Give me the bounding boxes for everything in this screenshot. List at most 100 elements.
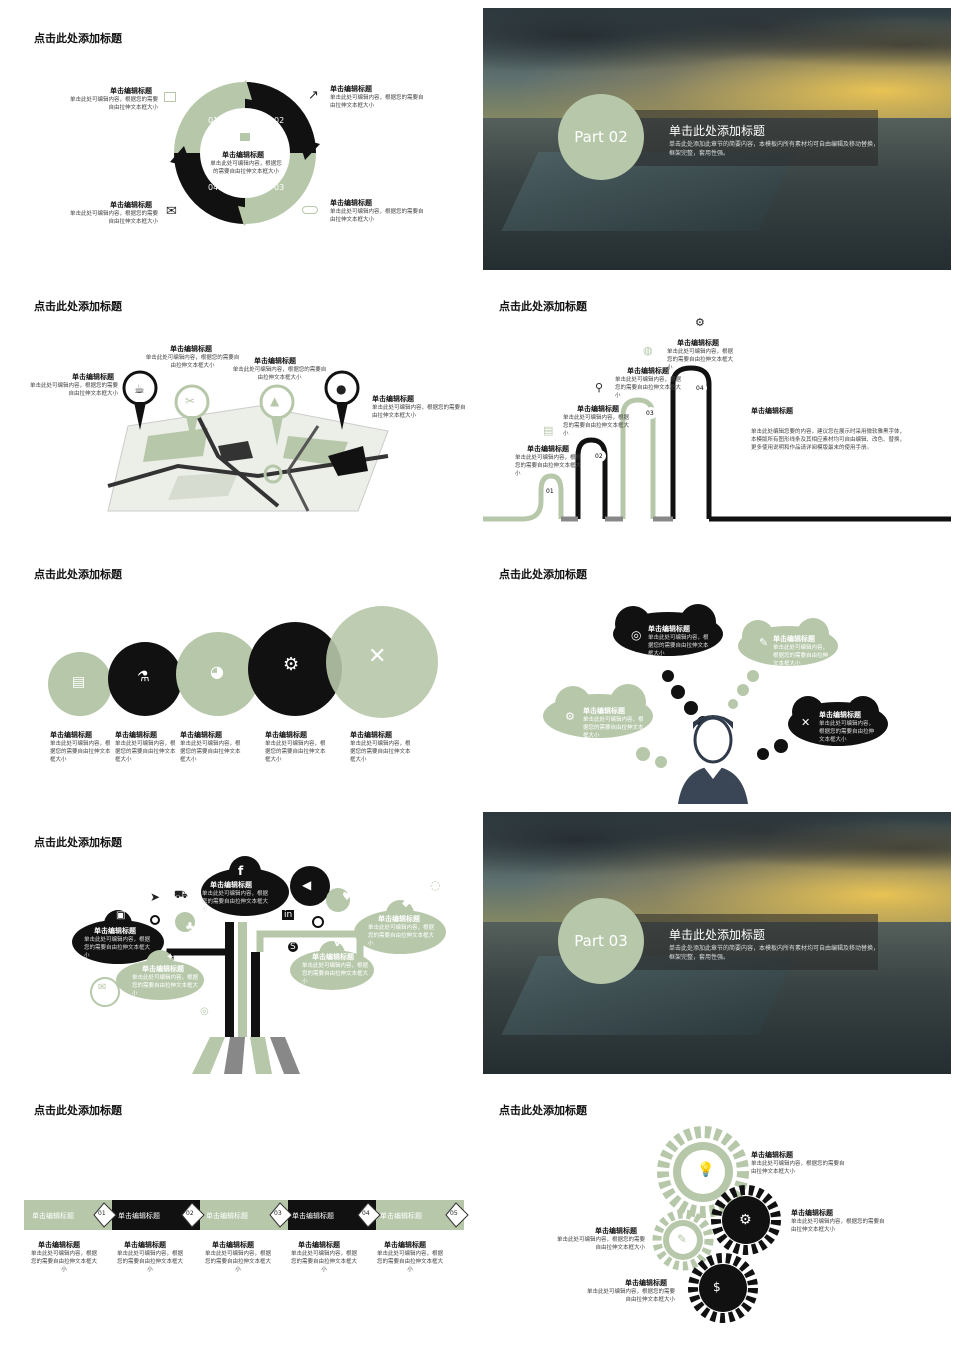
document-icon: ▤ (543, 424, 554, 437)
like-icon: ♣ (185, 920, 195, 933)
circle-body-2: 单击此处可编辑内容，根据您的需要自由拉伸文本框大小 (115, 741, 176, 763)
item-body-1: 单击此处可编辑内容，根据您的需要自由拉伸文本框大小 (69, 97, 158, 111)
svg-text:03: 03 (274, 183, 284, 192)
slide-circles[interactable]: 点击此处添加标题 ▤ ⚗ ◕ ⚙ ✕ 单击编辑标题 单击此处可编辑内容，根据您的… (10, 544, 480, 806)
map-body-1: 单击此处可编辑内容，根据您的需要自由拉伸文本框大小 (29, 383, 118, 397)
part-badge: Part 02 (558, 94, 644, 180)
cloud-body-2: 单击此处可编辑内容，根据您的需要自由拉伸文本框大小 (773, 645, 829, 667)
svg-text:02: 02 (274, 116, 284, 125)
slide-cycle[interactable]: 点击此处添加标题 01 02 03 04 单击编辑标题 单击此处可编辑内容，根据… (10, 8, 480, 270)
slide-title: 点击此处添加标题 (34, 568, 122, 581)
slide-title: 点击此处添加标题 (34, 836, 122, 849)
step-num-4: 04 (362, 1210, 370, 1217)
map-illustration (107, 405, 389, 512)
gear-title-3: 单击编辑标题 (595, 1227, 637, 1235)
slide-thinking[interactable]: 点击此处添加标题 ◎ ✎ ⚙ ✕ 单击编辑标题 单击此处可编辑内容，根据您的需要… (483, 544, 951, 806)
item-title-4: 单击编辑标题 (110, 201, 152, 209)
road-title-2: 单击编辑标题 (577, 405, 619, 413)
money-icon: $ (713, 1280, 721, 1294)
tree-body-3: 单击此处可编辑内容，根据您的需要自由拉伸文本框大小 (132, 975, 199, 997)
road-title-4: 单击编辑标题 (677, 339, 719, 347)
circle-body-5: 单击此处可编辑内容，根据您的需要自由拉伸文本框大小 (350, 741, 411, 763)
part-badge: Part 03 (558, 898, 644, 984)
gear-body-1: 单击此处可编辑内容，根据您的需要自由拉伸文本框大小 (751, 1161, 845, 1175)
slide-title: 点击此处添加标题 (499, 300, 587, 313)
gear-title-4: 单击编辑标题 (625, 1279, 667, 1287)
step-label-5: 单击编辑标题 (380, 1212, 422, 1220)
map-title-2: 单击编辑标题 (170, 345, 212, 353)
process-bar (24, 1200, 469, 1230)
section-body: 单击此处添加此章节的简要内容，本模板内所有素材均可自由编辑及移动替换，框架完整，… (669, 945, 880, 961)
section-title: 单击此处添加标题 (669, 124, 766, 138)
cloud-body-3: 单击此处可编辑内容，根据您的需要自由拉伸文本框大小 (583, 717, 644, 739)
road-side-title: 单击编辑标题 (751, 407, 793, 415)
step-label-2: 单击编辑标题 (118, 1212, 160, 1220)
step-title-3: 单击编辑标题 (212, 1241, 254, 1249)
cloud-title-1: 单击编辑标题 (648, 625, 690, 633)
item-title-3: 单击编辑标题 (330, 199, 372, 207)
share-icon: ↗ (308, 88, 319, 103)
pen-icon: ✎ (677, 1232, 688, 1246)
tree-title-2: 单击编辑标题 (94, 927, 136, 935)
step-num-2: 02 (186, 1210, 194, 1217)
cycle-diagram: 01 02 03 04 (170, 80, 320, 226)
item-title-2: 单击编辑标题 (330, 85, 372, 93)
cloud-title-3: 单击编辑标题 (583, 707, 625, 715)
title-band (628, 110, 878, 166)
road-title-1: 单击编辑标题 (527, 445, 569, 453)
tree-title-3: 单击编辑标题 (142, 965, 184, 973)
step-body-4: 单击此处可编辑内容，根据您的需要自由拉伸文本框大小 (290, 1251, 357, 1273)
facebook-icon: f (238, 864, 244, 878)
slide-part-03[interactable]: Part 03 单击此处添加标题 单击此处添加此章节的简要内容，本模板内所有素材… (483, 812, 951, 1074)
brush-icon: ✎ (759, 636, 769, 649)
gear-title-1: 单击编辑标题 (751, 1151, 793, 1159)
camera-icon: ◙ (394, 962, 405, 975)
slide-part-02[interactable]: Part 02 单击此处添加标题 单击此处添加此章节的简要内容，本模板内所有素材… (483, 8, 951, 270)
globe-icon: ◎ (200, 1006, 209, 1017)
map-pins (122, 370, 360, 446)
svg-text:02: 02 (595, 453, 603, 460)
step-body-5: 单击此处可编辑内容，根据您的需要自由拉伸文本框大小 (376, 1251, 443, 1273)
mail-icon: ✉ (98, 982, 107, 993)
slide-map[interactable]: 点击此处添加标题 ☕ ✂ ▲ ● 单击编辑标题 单击此处可编辑内容，根据您的需要… (10, 276, 480, 538)
slide-title: 点击此处添加标题 (499, 568, 587, 581)
slide-process[interactable]: 点击此处添加标题 01 02 03 04 05 单击编辑标题 单击编辑标题 单击… (10, 1080, 480, 1342)
step-label-1: 单击编辑标题 (32, 1212, 74, 1220)
center-body: 单击此处可编辑内容，根据您的需要自由拉伸文本框大小 (210, 161, 282, 175)
center-title: 单击编辑标题 (222, 151, 264, 159)
globe-icon: ◎ (631, 628, 642, 642)
road-side-body: 单击此处编辑您要的内容，建议您在展示时采用微软雅黑字体，本模版所有图形线条及其相… (751, 429, 906, 451)
map-title-4: 单击编辑标题 (372, 395, 414, 403)
gears-icon: ⚙ (283, 654, 300, 675)
slide-social-tree[interactable]: 点击此处添加标题 f ◀ ▣ ✦ ◆ v ➤ ⛟ ♣ in S ◙ ◌ ♥ ✉ … (10, 812, 480, 1074)
tools-icon: ✕ (368, 644, 387, 669)
scissors-icon: ✂ (185, 394, 196, 408)
map-title-3: 单击编辑标题 (254, 357, 296, 365)
step-title-2: 单击编辑标题 (124, 1241, 166, 1249)
step-title-1: 单击编辑标题 (38, 1241, 80, 1249)
flask-icon: ⚗ (137, 669, 150, 685)
tree-body-5: 单击此处可编辑内容，根据您的需要自由拉伸文本框大小 (302, 963, 369, 985)
step-label-4: 单击编辑标题 (292, 1212, 334, 1220)
title-band (628, 914, 878, 970)
road-body-1: 单击此处可编辑内容，根据您的需要自由拉伸文本框大小 (515, 455, 582, 477)
clipboard-icon: ▤ (72, 674, 86, 690)
tree-body-4: 单击此处可编辑内容，根据您的需要自由拉伸文本框大小 (368, 925, 435, 947)
circle-body-1: 单击此处可编辑内容，根据您的需要自由拉伸文本框大小 (50, 741, 111, 763)
slide-gears[interactable]: 点击此处添加标题 💡 ⚙ ✎ $ 单击编辑标题 单击此处可编辑内容，根据您的需要… (483, 1080, 951, 1342)
tools-icon: ✕ (801, 716, 811, 729)
slide-title: 点击此处添加标题 (34, 1104, 122, 1117)
map-title-1: 单击编辑标题 (72, 373, 114, 381)
chat-icon: ◌ (430, 878, 441, 892)
circle-body-4: 单击此处可编辑内容，根据您的需要自由拉伸文本框大小 (265, 741, 326, 763)
circle-title-5: 单击编辑标题 (350, 731, 392, 739)
step-body-2: 单击此处可编辑内容，根据您的需要自由拉伸文本框大小 (116, 1251, 183, 1273)
tree-title-4: 单击编辑标题 (378, 915, 420, 923)
section-title: 单击此处添加标题 (669, 928, 766, 942)
svg-text:01: 01 (546, 488, 554, 495)
palette-icon: ◕ (210, 662, 224, 681)
slide-road[interactable]: 点击此处添加标题 01 02 03 04 ▤ ⚲ ◍ ⚙ 单击编辑标题 单击此处… (483, 276, 951, 538)
cart-icon: ⛟ (174, 888, 188, 901)
search-icon: ⚲ (595, 381, 604, 394)
circle-title-1: 单击编辑标题 (50, 731, 92, 739)
